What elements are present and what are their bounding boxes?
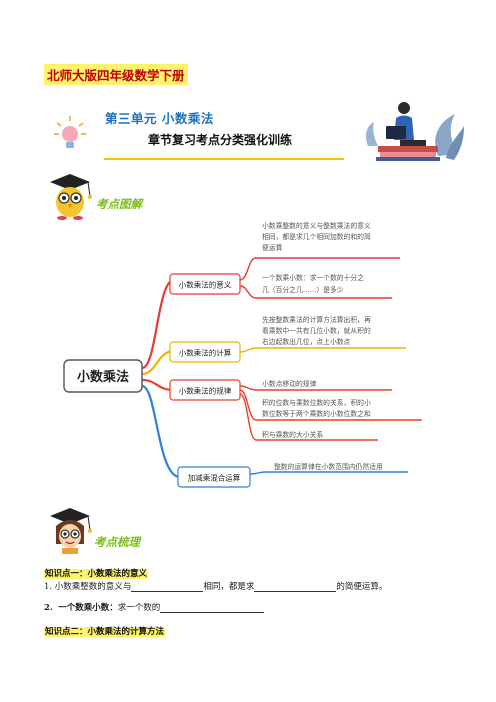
- knowledge-item-2: 2. 一个数乘小数：求一个数的: [44, 601, 265, 613]
- lightbulb-icon: [54, 116, 86, 148]
- item2-bold-label: 一个数乘小数：: [58, 603, 118, 613]
- item1-mid: 相同，都是求: [203, 582, 255, 592]
- branch-node-mixed-ops: [177, 466, 251, 488]
- branch-notes-rules: 小数点移动的规律 积的位数与乘数位数的关系，积的小 数位数等于两个乘数的小数位数…: [262, 379, 373, 439]
- item1-prefix: 1. 小数乘整数的意义与: [44, 582, 132, 592]
- fill-blank-2[interactable]: [254, 582, 337, 592]
- knowledge-point-1-label: 知识点一：小数乘法的意义: [44, 569, 149, 579]
- title-divider: [104, 158, 344, 160]
- branch-notes-calculation: 先按整数乘法的计算方法算出积，再 看乘数中一共有几位小数，就从积的 右边起数出几…: [262, 315, 373, 346]
- fill-blank-1[interactable]: [131, 582, 204, 592]
- knowledge-point-2-title: 知识点二：小数乘法的计算方法: [44, 619, 166, 638]
- book-title: 北师大版四年级数学下册: [44, 64, 188, 85]
- mind-map-center-node: [63, 359, 143, 393]
- knowledge-point-1-title: 知识点一：小数乘法的意义: [44, 561, 149, 580]
- item2-number: 2.: [44, 603, 53, 613]
- branch-notes-mixed-ops: 整数的运算律在小数范围内仍然适用: [274, 462, 383, 471]
- reading-person-illustration: [366, 102, 464, 161]
- item1-suffix: 的简便运算。: [336, 582, 388, 592]
- item2-text: 求一个数的: [117, 603, 161, 613]
- mind-map-center-label: 小数乘法: [77, 369, 129, 385]
- branch-label-rules: 小数乘法的规律: [179, 386, 232, 396]
- knowledge-item-1: 1. 小数乘整数的意义与 相同，都是求 的简便运算。: [44, 580, 387, 592]
- section-heading-map: 考点图解: [96, 197, 142, 211]
- branch-label-calculation: 小数乘法的计算: [179, 348, 232, 358]
- branch-node-meaning: [169, 273, 241, 295]
- girl-teacher-icon: [50, 508, 92, 554]
- owl-teacher-icon: [50, 174, 92, 220]
- knowledge-point-2-label: 知识点二：小数乘法的计算方法: [44, 627, 166, 637]
- branch-label-mixed-ops: 加减乘混合运算: [188, 473, 241, 483]
- mind-map: 小数乘法 小数乘法的意义 小数乘整数的意义与整数乘法的意义 相同，都是求几个相同…: [63, 221, 422, 488]
- fill-blank-3[interactable]: [160, 603, 265, 613]
- branch-label-meaning: 小数乘法的意义: [179, 280, 232, 290]
- chapter-subtitle: 章节复习考点分类强化训练: [148, 133, 293, 147]
- branch-notes-meaning: 小数乘整数的意义与整数乘法的意义 相同，都是求几个相同加数的和的简 便运算 一个…: [262, 221, 373, 294]
- section-heading-review: 考点梳理: [94, 535, 140, 549]
- unit-title: 第三单元 小数乘法: [105, 111, 214, 126]
